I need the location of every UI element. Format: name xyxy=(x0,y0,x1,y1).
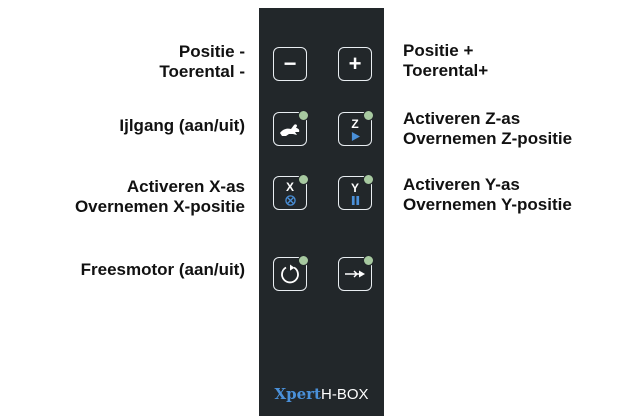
rotate-icon xyxy=(281,264,299,284)
label-ijlgang-text: Ijlgang (aan/uit) xyxy=(119,116,245,135)
label-freesmotor: Freesmotor (aan/uit) xyxy=(81,260,245,280)
label-freesmotor-text: Freesmotor (aan/uit) xyxy=(80,260,245,279)
label-activeren-x: Activeren X-as Overnemen X-positie xyxy=(75,177,245,217)
spindle-motor-button[interactable] xyxy=(273,255,309,291)
plus-button[interactable]: + xyxy=(338,47,372,81)
label-activeren-x-line1: Activeren X-as xyxy=(126,177,245,196)
status-led xyxy=(298,174,309,185)
label-overnemen-y-line2: Overnemen Y-positie xyxy=(403,195,572,214)
label-overnemen-x-line2: Overnemen X-positie xyxy=(74,197,245,216)
status-led xyxy=(363,174,374,185)
y-axis-button[interactable]: Y xyxy=(338,174,374,210)
x-axis-button[interactable]: X xyxy=(273,174,309,210)
status-led xyxy=(298,110,309,121)
plus-icon: + xyxy=(348,51,362,76)
label-activeren-y-line1: Activeren Y-as xyxy=(403,175,520,194)
brand-xpert: Xpert xyxy=(274,385,321,403)
label-positie-min: Positie - Toerental - xyxy=(159,42,245,82)
label-activeren-z: Activeren Z-as Overnemen Z-positie xyxy=(403,109,572,149)
minus-icon: − xyxy=(283,51,297,76)
arrow-right-icon xyxy=(345,270,365,278)
label-activeren-y: Activeren Y-as Overnemen Y-positie xyxy=(403,175,572,215)
label-positie-min-line1: Positie - xyxy=(178,42,245,61)
status-led xyxy=(363,255,374,266)
label-activeren-z-line1: Activeren Z-as xyxy=(403,109,521,128)
step-jog-button[interactable] xyxy=(338,255,374,291)
play-icon xyxy=(351,132,360,141)
brand-model: H-BOX xyxy=(321,386,369,403)
brand-logo: XpertH-BOX xyxy=(259,385,384,403)
label-positie-plus: Positie + Toerental+ xyxy=(403,41,488,81)
label-toerental-min-line2: Toerental - xyxy=(159,62,245,81)
label-positie-plus-line1: Positie + xyxy=(403,41,474,60)
status-led xyxy=(298,255,309,266)
z-axis-button[interactable]: Z xyxy=(338,110,374,146)
pause-icon xyxy=(351,196,359,205)
x-axis-letter: X xyxy=(285,180,294,194)
label-toerental-plus-line2: Toerental+ xyxy=(403,61,489,80)
status-led xyxy=(363,110,374,121)
minus-button[interactable]: − xyxy=(273,47,307,81)
stop-circle-icon xyxy=(284,195,296,206)
rapid-traverse-button[interactable] xyxy=(273,110,309,146)
label-ijlgang: Ijlgang (aan/uit) xyxy=(119,116,245,136)
z-axis-letter: Z xyxy=(351,117,359,131)
rabbit-icon xyxy=(280,124,300,136)
label-overnemen-z-line2: Overnemen Z-positie xyxy=(403,129,573,148)
y-axis-letter: Y xyxy=(350,181,359,195)
